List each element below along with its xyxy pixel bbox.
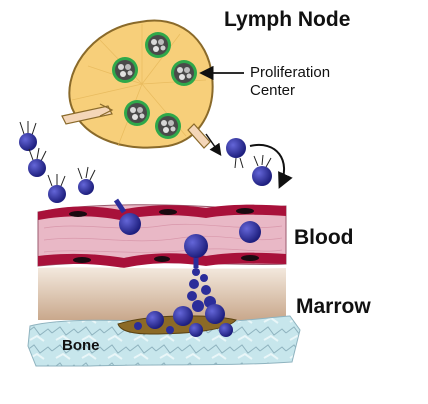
lymphocyte-cell-icon bbox=[19, 121, 37, 151]
circulating-lymphocytes bbox=[19, 121, 293, 203]
lymphocyte-cell-icon bbox=[47, 174, 66, 203]
lymphocyte-cell-icon bbox=[189, 323, 203, 337]
lymph-node bbox=[61, 19, 244, 156]
lymphocyte-cell-icon bbox=[113, 198, 141, 235]
lymphocyte-cell-icon bbox=[166, 326, 174, 334]
proliferation-center-label-line2: Center bbox=[250, 82, 296, 99]
marrow-label: Marrow bbox=[296, 295, 371, 318]
lymphocyte-cell-icon bbox=[184, 234, 208, 268]
lymphocyte-cell-icon bbox=[219, 323, 233, 337]
lymphocyte-cell-icon bbox=[134, 322, 142, 330]
lymphocyte-cell-icon bbox=[239, 221, 261, 243]
lymphocyte-cell-icon bbox=[205, 304, 225, 324]
lymphocyte-cell-icon bbox=[252, 154, 272, 186]
follicle bbox=[124, 100, 150, 126]
follicle bbox=[145, 32, 171, 58]
lymphocyte-cell-icon bbox=[146, 311, 164, 329]
afferent-vessel bbox=[61, 105, 113, 125]
proliferation-center-label-line1: Proliferation bbox=[250, 64, 331, 81]
homing-lymphocytes bbox=[187, 268, 216, 312]
proliferation-center-follicles bbox=[112, 32, 197, 139]
lymphocyte-cell-icon bbox=[226, 138, 246, 169]
follicle bbox=[155, 113, 181, 139]
bone-label: Bone bbox=[62, 337, 100, 354]
curved-arrow-icon bbox=[249, 143, 293, 189]
lymphocyte-cell-icon bbox=[173, 306, 193, 326]
follicle bbox=[112, 57, 138, 83]
follicle bbox=[171, 60, 197, 86]
lymphocyte-cell-icon bbox=[28, 147, 47, 177]
blood-label: Blood bbox=[294, 226, 354, 249]
lymphocyte-cell-icon bbox=[77, 166, 96, 195]
marrow-resident-lymphocytes bbox=[134, 304, 233, 337]
lymph-node-label: Lymph Node bbox=[224, 8, 351, 31]
efferent-vessel bbox=[187, 123, 211, 149]
marrow-layer bbox=[38, 267, 286, 320]
transmigrating-lymphocytes bbox=[113, 198, 261, 268]
blood-vessel-wall bbox=[37, 204, 287, 268]
